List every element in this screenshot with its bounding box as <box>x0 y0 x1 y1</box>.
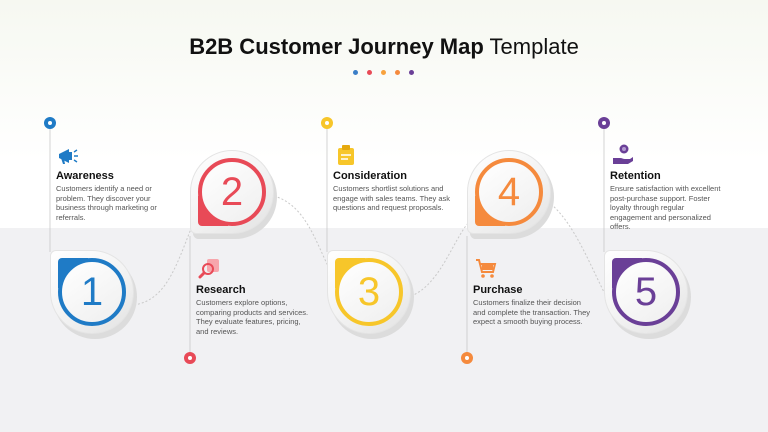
journey-path-1-2 <box>133 225 193 306</box>
page-title: B2B Customer Journey Map Template <box>0 34 768 60</box>
step-2-heading: Research <box>196 284 246 296</box>
magnifier-icon <box>198 256 222 280</box>
step-2-number: 2 <box>220 170 244 214</box>
palette-dots <box>353 70 414 76</box>
step-5-number: 5 <box>634 270 658 314</box>
step-3-badge: 3 <box>327 250 415 339</box>
step-2-description: Customers explore options, comparing pro… <box>196 298 309 336</box>
pin-dot-5 <box>598 117 610 129</box>
palette-dot <box>395 70 400 75</box>
step-3-heading: Consideration <box>333 170 407 182</box>
step-4-number: 4 <box>497 170 521 214</box>
step-2-badge: 2 <box>190 150 278 239</box>
step-4-description: Customers finalize their decision and co… <box>473 298 591 327</box>
pin-dot-3 <box>321 117 333 129</box>
step-1-number: 1 <box>80 270 104 314</box>
step-3-description: Customers shortlist solutions and engage… <box>333 184 451 213</box>
palette-dot <box>381 70 386 75</box>
clipboard-icon <box>334 143 358 167</box>
step-5-heading: Retention <box>610 170 661 182</box>
title-bold: B2B Customer Journey Map <box>189 34 484 59</box>
journey-path-4-5 <box>550 203 607 297</box>
step-1-description: Customers identify a need or problem. Th… <box>56 184 157 222</box>
step-1-badge: 1 <box>50 250 138 339</box>
step-5-badge: 5 <box>604 250 692 339</box>
journey-path-3-4 <box>410 221 470 297</box>
step-3-number: 3 <box>357 270 381 314</box>
pin-dot-2 <box>184 352 196 364</box>
palette-dot <box>409 70 414 75</box>
megaphone-icon <box>56 144 80 168</box>
step-1-heading: Awareness <box>56 170 114 182</box>
palette-dot <box>367 70 372 75</box>
step-5-description: Ensure satisfaction with excellent post-… <box>610 184 721 232</box>
palette-dot <box>353 70 358 75</box>
shopping-cart-icon <box>474 256 498 280</box>
step-4-heading: Purchase <box>473 284 523 296</box>
journey-path-2-3 <box>273 195 330 269</box>
title-light: Template <box>489 34 579 59</box>
step-4-badge: 4 <box>467 150 555 239</box>
pin-dot-1 <box>44 117 56 129</box>
pin-dot-4 <box>461 352 473 364</box>
hand-coin-icon <box>611 143 635 167</box>
